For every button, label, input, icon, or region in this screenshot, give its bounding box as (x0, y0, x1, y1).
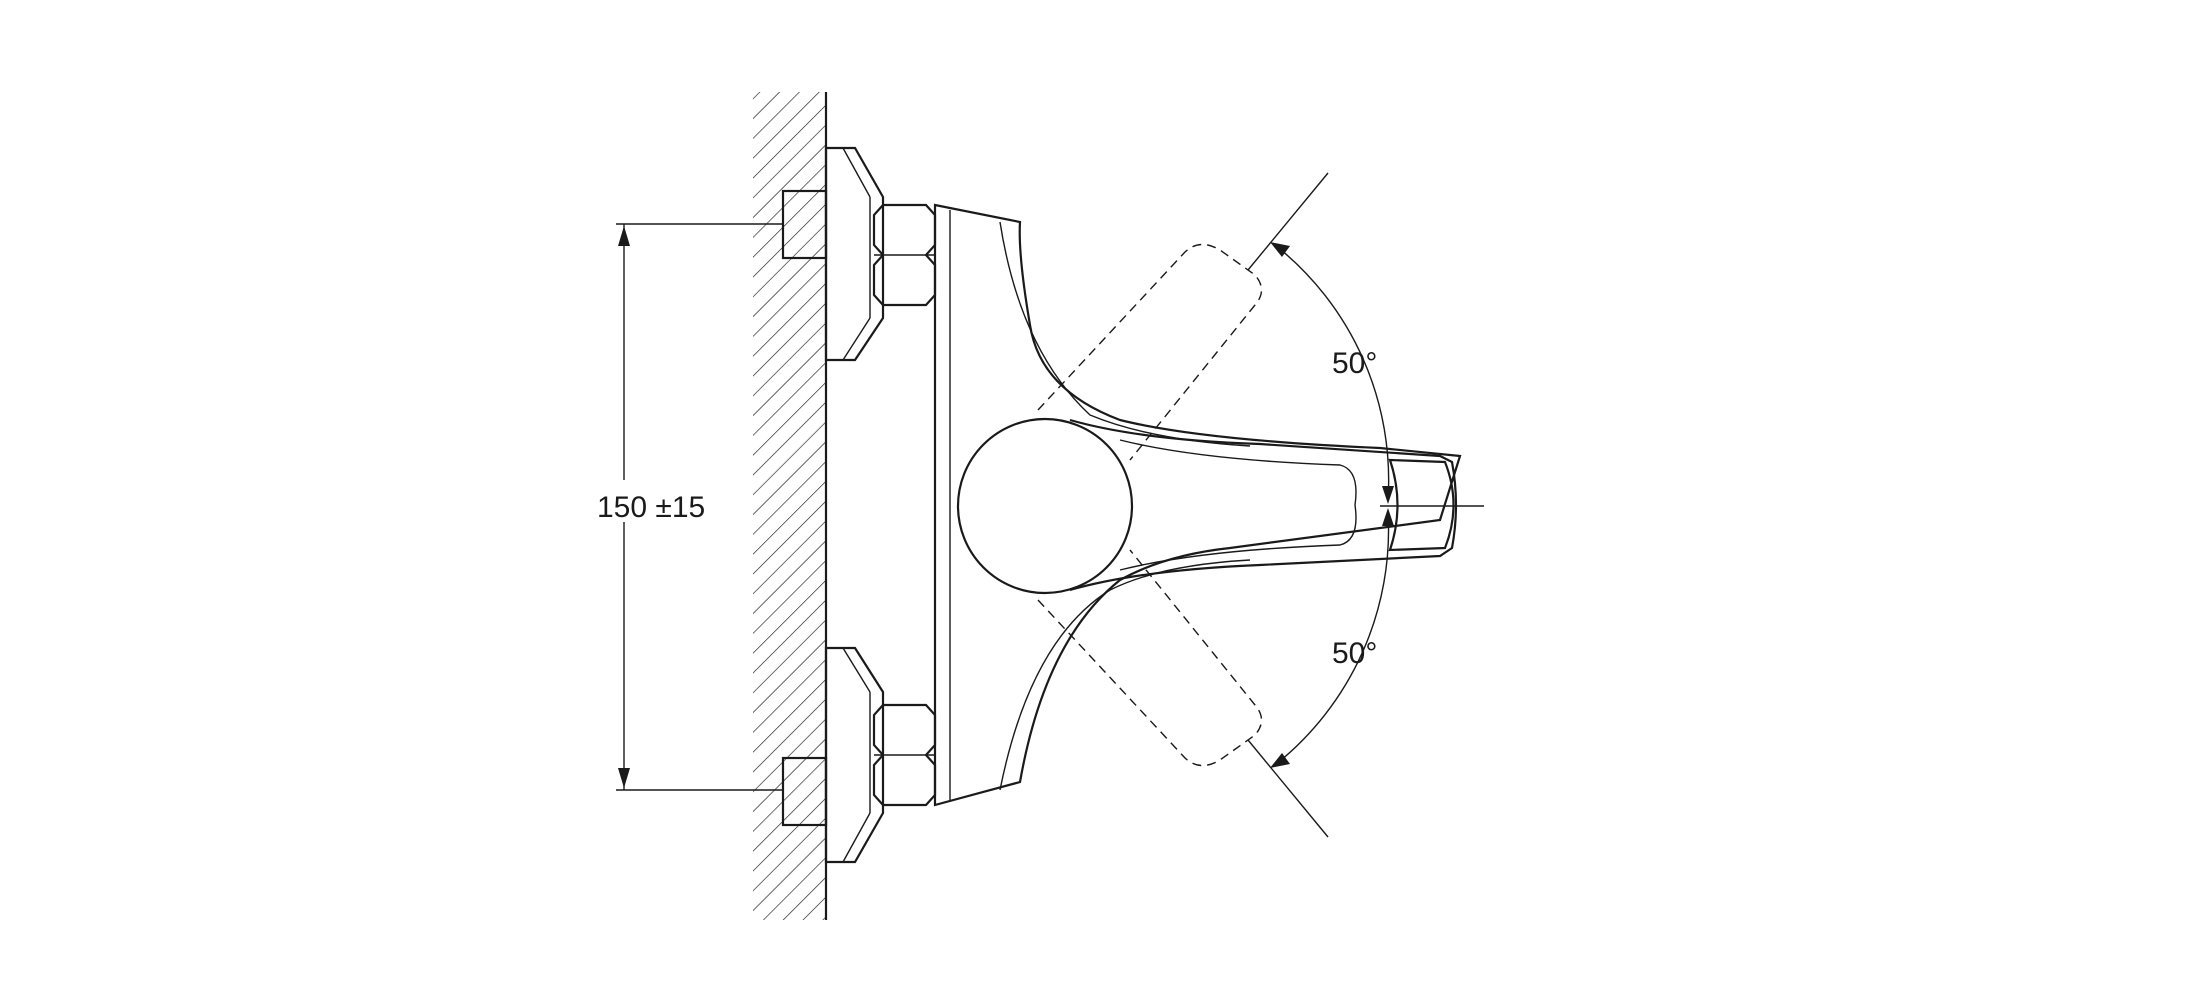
dim-arrow-bottom (618, 768, 630, 788)
handle-rotation-ghosts (1037, 243, 1263, 767)
lever-outline (1069, 418, 1458, 592)
handle-lever (956, 417, 1484, 595)
dimension-label: 150 ±15 (597, 491, 705, 524)
distance-dimension: 150 ±15 (590, 223, 783, 791)
valve-body-outline (933, 203, 1462, 807)
lower-escutcheon (824, 646, 885, 864)
valve-body (933, 203, 1462, 807)
wall-hatching (753, 92, 826, 920)
upper-escutcheon (824, 146, 885, 362)
lever-tip (1388, 458, 1455, 552)
wall (753, 92, 828, 920)
lever-pivot-circle (956, 417, 1134, 595)
angle-arrow-lower-end (1270, 753, 1290, 768)
angle-label-lower: 50° (1332, 637, 1377, 670)
angle-dimensions: 50° 50° (1247, 172, 1394, 838)
dim-arrow-top (618, 226, 630, 246)
angle-arrow-upper-end (1382, 486, 1394, 504)
angle-ref-line-lower (1247, 739, 1329, 838)
angle-arc-lower (1274, 511, 1390, 766)
angle-arc-upper (1274, 244, 1390, 501)
angle-ref-line-upper (1247, 172, 1329, 271)
handle-ghost-upper (1037, 243, 1263, 461)
handle-ghost-lower (1037, 549, 1263, 767)
valve-body-inner-curve (999, 221, 1251, 447)
lever-inner-contour (1119, 439, 1357, 571)
angle-arrow-lower-start (1382, 508, 1394, 526)
angle-arrow-upper-start (1270, 242, 1290, 257)
angle-label-upper: 50° (1332, 347, 1377, 380)
